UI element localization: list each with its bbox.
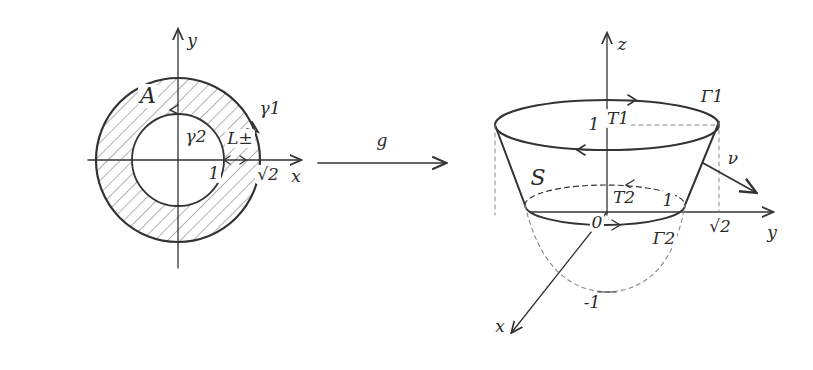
math-label: A: [138, 84, 158, 108]
math-label: -1: [582, 293, 603, 312]
math-label: ν: [726, 149, 740, 168]
math-label: 1: [587, 115, 602, 134]
math-label: z: [616, 35, 629, 54]
math-label: g: [375, 131, 390, 150]
math-label: T2: [611, 188, 637, 207]
math-label: γ2: [184, 127, 209, 146]
math-label: Γ1: [699, 87, 726, 106]
math-label: 1: [661, 191, 676, 210]
math-label: y: [765, 223, 779, 242]
math-label: √2: [255, 165, 281, 184]
math-label: Γ2: [651, 229, 678, 248]
math-label: γ1: [258, 99, 283, 118]
math-label: S: [528, 166, 547, 190]
math-label: √2: [707, 217, 733, 236]
math-label: x: [493, 317, 507, 336]
math-label: 1: [207, 164, 222, 183]
math-label: 0: [590, 213, 605, 232]
math-label: L±: [225, 129, 255, 148]
math-label: y: [185, 31, 199, 50]
math-label: x: [289, 167, 303, 186]
math-label: T1: [605, 109, 631, 128]
